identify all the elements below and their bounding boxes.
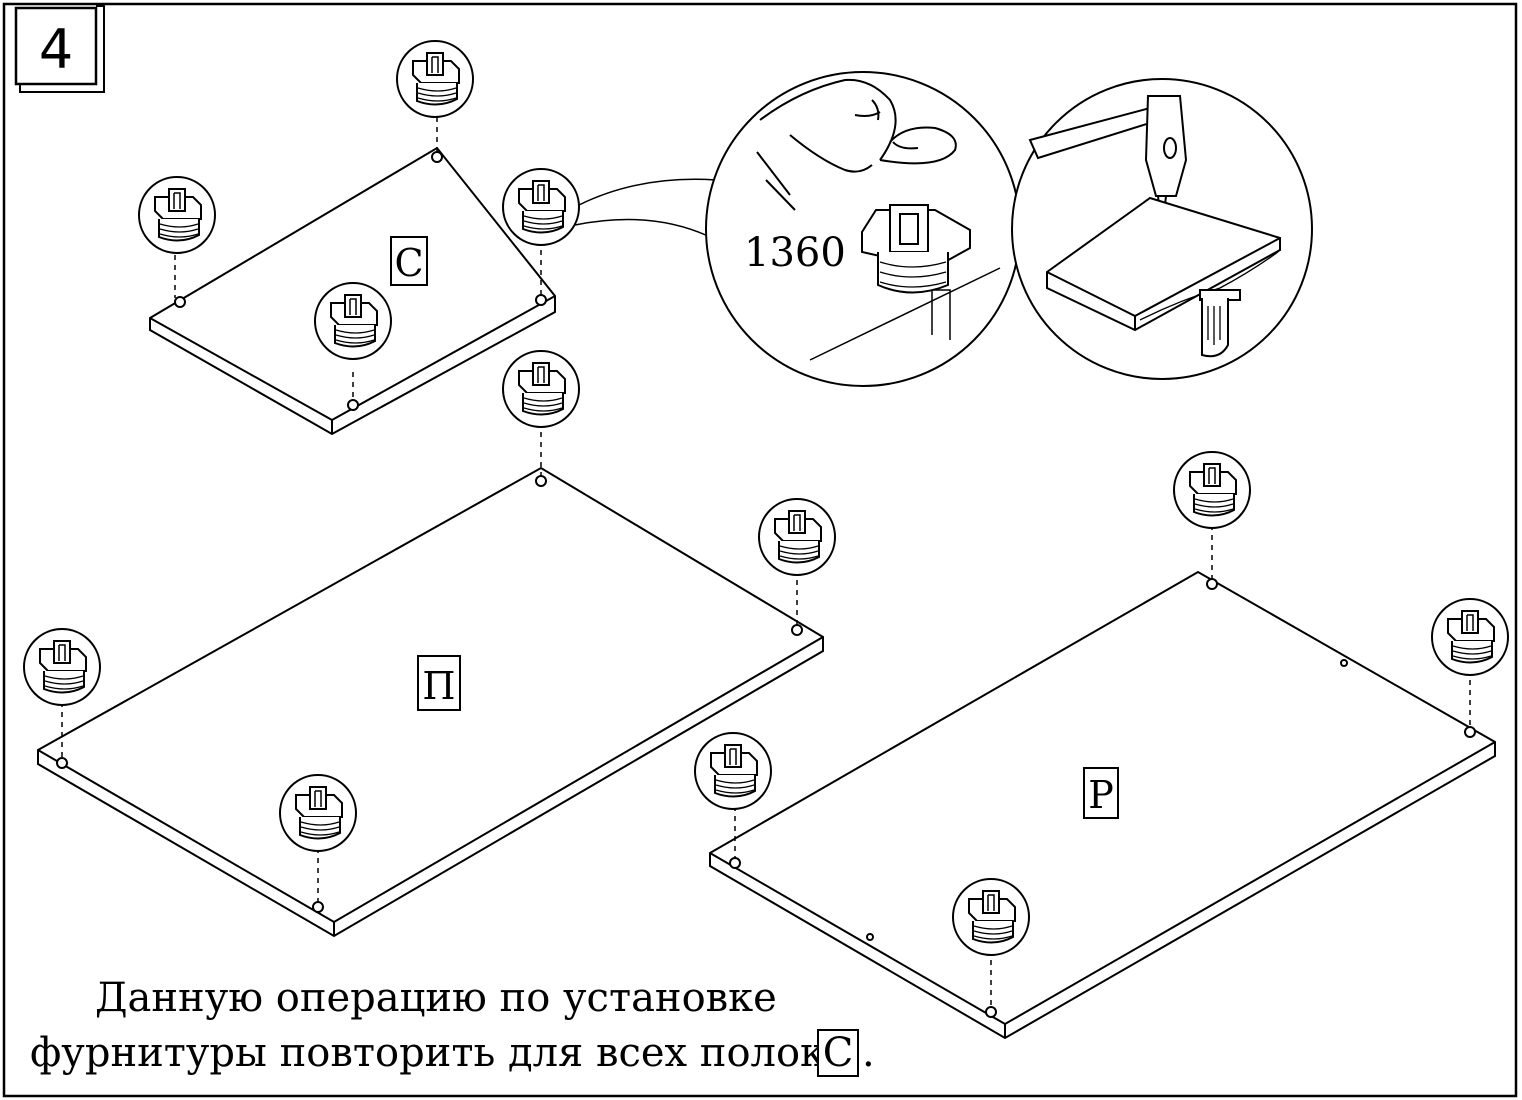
instruction-period: . [862, 1030, 875, 1076]
finger-press-icon [756, 78, 957, 211]
cam-lock-fitting-icon [138, 176, 216, 254]
cam-lock-fitting-icon [396, 40, 474, 118]
panel-p-label-box: П [417, 655, 461, 711]
cam-lock-fitting-icon [314, 282, 392, 360]
panel-p-label: П [422, 664, 455, 708]
instruction-line-2: фурнитуры повторить для всех полок [30, 1030, 825, 1076]
panel-r-label: Р [1088, 773, 1114, 817]
panel-c [149, 117, 556, 436]
instruction-line-1: Данную операцию по установке [95, 975, 777, 1021]
cam-lock-fitting-icon [1173, 451, 1251, 529]
cam-lock-fitting-icon [23, 628, 101, 706]
panel-c-label: С [394, 241, 423, 285]
cam-lock-fitting-icon [694, 732, 772, 810]
step-number-box: 4 [14, 5, 105, 93]
hammer-icon [1028, 95, 1188, 241]
panel-c-label-box: С [390, 236, 428, 286]
cam-lock-fitting-icon [279, 774, 357, 852]
part-code-label: 1360 [744, 230, 846, 276]
cam-lock-fitting-icon [502, 350, 580, 428]
detail-press-fitting: 1360 [705, 71, 1021, 387]
cam-lock-fitting-icon [502, 168, 580, 246]
cam-lock-fitting-icon [758, 498, 836, 576]
panel-r-label-box: Р [1083, 767, 1119, 819]
instruction-part-label: С [823, 1030, 854, 1076]
detail-hammer-fitting [1011, 78, 1313, 380]
cam-lock-fitting-icon [952, 878, 1030, 956]
instruction-part-label-box: С [817, 1029, 859, 1077]
cam-lock-fitting-icon [1431, 598, 1509, 676]
step-number: 4 [39, 18, 73, 81]
detail-leader-line [574, 178, 717, 237]
